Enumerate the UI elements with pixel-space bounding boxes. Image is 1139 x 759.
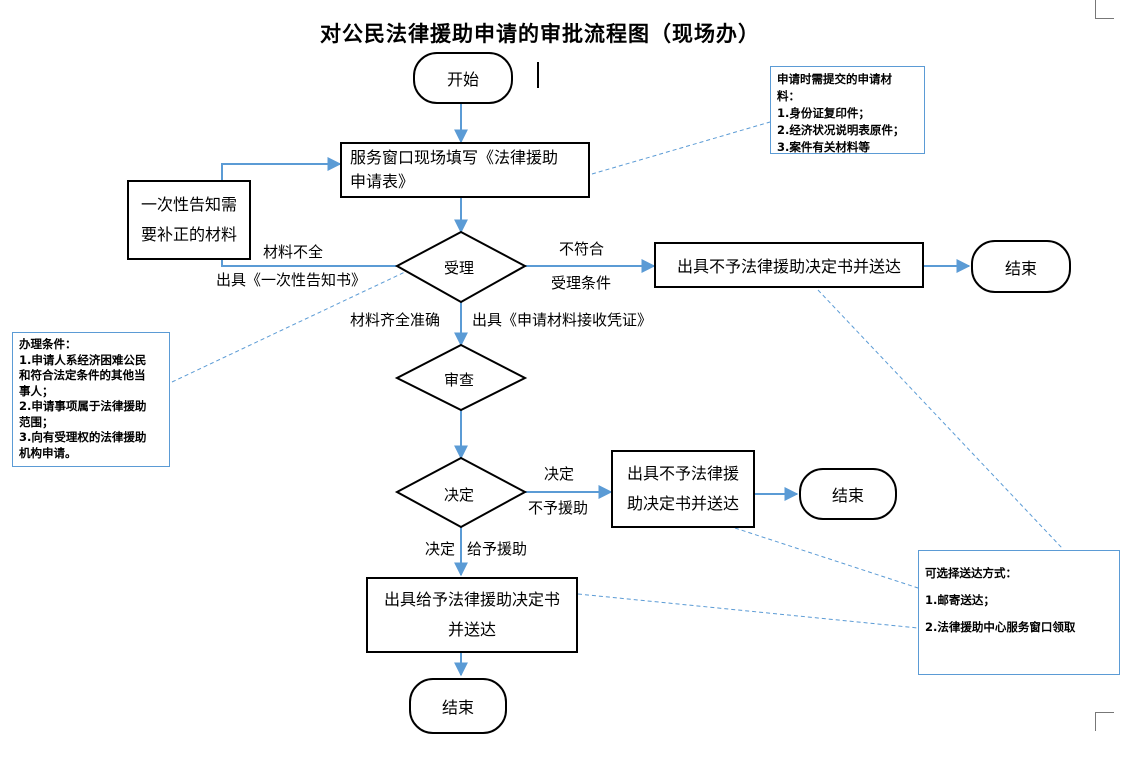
notify-node: 一次性告知需 要补正的材料 [127, 180, 251, 260]
end-node-2: 结束 [799, 468, 897, 520]
note-delivery-line: 可选择送达方式： [925, 566, 1017, 580]
note-conditions-line: 机构申请。 [19, 445, 77, 460]
label-not-meet: 不符合 [559, 240, 605, 258]
label-incomplete: 材料不全 [263, 243, 324, 261]
label-decide-deny: 不予援助 [528, 499, 589, 517]
deny-line1: 出具不予法律援 [626, 464, 739, 483]
corner-mark-bottom [1095, 712, 1114, 731]
diamond-decide [394, 456, 528, 529]
label-complete: 材料齐全准确 [350, 311, 441, 329]
arrow-accept-to-notify [221, 260, 397, 267]
notify-line2: 要补正的材料 [140, 225, 237, 244]
end-label-2: 结束 [831, 486, 864, 505]
note-materials-line: 1.身份证复印件； [777, 106, 870, 120]
end-label-1: 结束 [1004, 258, 1037, 278]
end-node-1: 结束 [971, 240, 1071, 293]
note-conditions-line: 范围； [19, 414, 54, 429]
corner-mark-top [1095, 0, 1114, 19]
note-conditions-line: 办理条件： [19, 337, 77, 351]
arrow-notify-to-form [221, 157, 342, 180]
diamond-review [394, 343, 528, 412]
start-node: 开始 [413, 52, 513, 104]
label-decide-grant: 给予援助 [467, 540, 528, 558]
note-delivery-spacer [925, 582, 1113, 592]
fill-form-node: 服务窗口现场填写《法律援助 申请表》 [340, 142, 590, 198]
dashed-link-reject-delivery [817, 289, 1063, 549]
notify-line1: 一次性告知需 [140, 195, 237, 214]
grant-node: 出具给予法律援助决定书 并送达 [366, 577, 578, 653]
end-node-3: 结束 [409, 678, 507, 734]
text-cursor [537, 62, 539, 88]
end-label-3: 结束 [441, 698, 474, 717]
reject-accept-node: 出具不予法律援助决定书并送达 [654, 242, 924, 288]
note-conditions-line: 1.申请人系经济困难公民 [19, 352, 147, 367]
deny-node: 出具不予法律援 助决定书并送达 [611, 450, 755, 528]
note-conditions-line: 和符合法定条件的其他当 [19, 368, 146, 382]
diamond-accept [394, 230, 528, 304]
start-label: 开始 [446, 70, 479, 89]
page-title: 对公民法律援助申请的审批流程图（现场办） [320, 22, 760, 46]
note-conditions-line: 3.向有受理权的法律援助 [19, 430, 147, 444]
dashed-link-materials [591, 121, 771, 175]
note-materials-line: 3.案件有关材料等 [777, 140, 870, 154]
reject-accept-label: 出具不予法律援助决定书并送达 [676, 257, 901, 276]
accept-label: 受理 [444, 259, 475, 277]
fill-form-line1: 服务窗口现场填写《法律援助 [350, 148, 559, 167]
decide-label: 决定 [444, 486, 475, 504]
label-issue-notice: 出具《一次性告知书》 [216, 271, 367, 289]
note-materials-line: 料： [777, 89, 800, 103]
label-decide-a: 决定 [544, 465, 575, 483]
note-delivery-line: 2.法律援助中心服务窗口领取 [925, 620, 1076, 634]
note-materials: 申请时需提交的申请材 料： 1.身份证复印件； 2.经济状况说明表原件； 3.案… [770, 66, 925, 154]
review-label: 审查 [444, 371, 475, 389]
note-delivery-spacer [925, 609, 1113, 619]
note-conditions: 办理条件： 1.申请人系经济困难公民 和符合法定条件的其他当 事人； 2.申请事… [12, 332, 170, 467]
grant-line1: 出具给予法律援助决定书 [383, 590, 560, 609]
dashed-link-conditions [171, 271, 406, 383]
note-delivery: 可选择送达方式： 1.邮寄送达； 2.法律援助中心服务窗口领取 [918, 550, 1120, 675]
note-materials-line: 申请时需提交的申请材 [777, 72, 892, 86]
label-decide-b: 决定 [425, 540, 456, 558]
note-delivery-line: 1.邮寄送达； [925, 593, 995, 607]
note-conditions-line: 事人； [19, 383, 54, 398]
note-conditions-line: 2.申请事项属于法律援助 [19, 399, 147, 413]
dashed-link-grant-delivery [577, 593, 919, 629]
note-materials-line: 2.经济状况说明表原件； [777, 123, 905, 137]
dashed-link-deny-delivery [734, 527, 919, 589]
grant-line2: 并送达 [447, 620, 496, 639]
label-issue-receipt: 出具《申请材料接收凭证》 [472, 311, 653, 329]
label-accept-cond: 受理条件 [551, 274, 612, 292]
fill-form-line2: 申请表》 [350, 172, 415, 191]
deny-line2: 助决定书并送达 [626, 494, 739, 513]
